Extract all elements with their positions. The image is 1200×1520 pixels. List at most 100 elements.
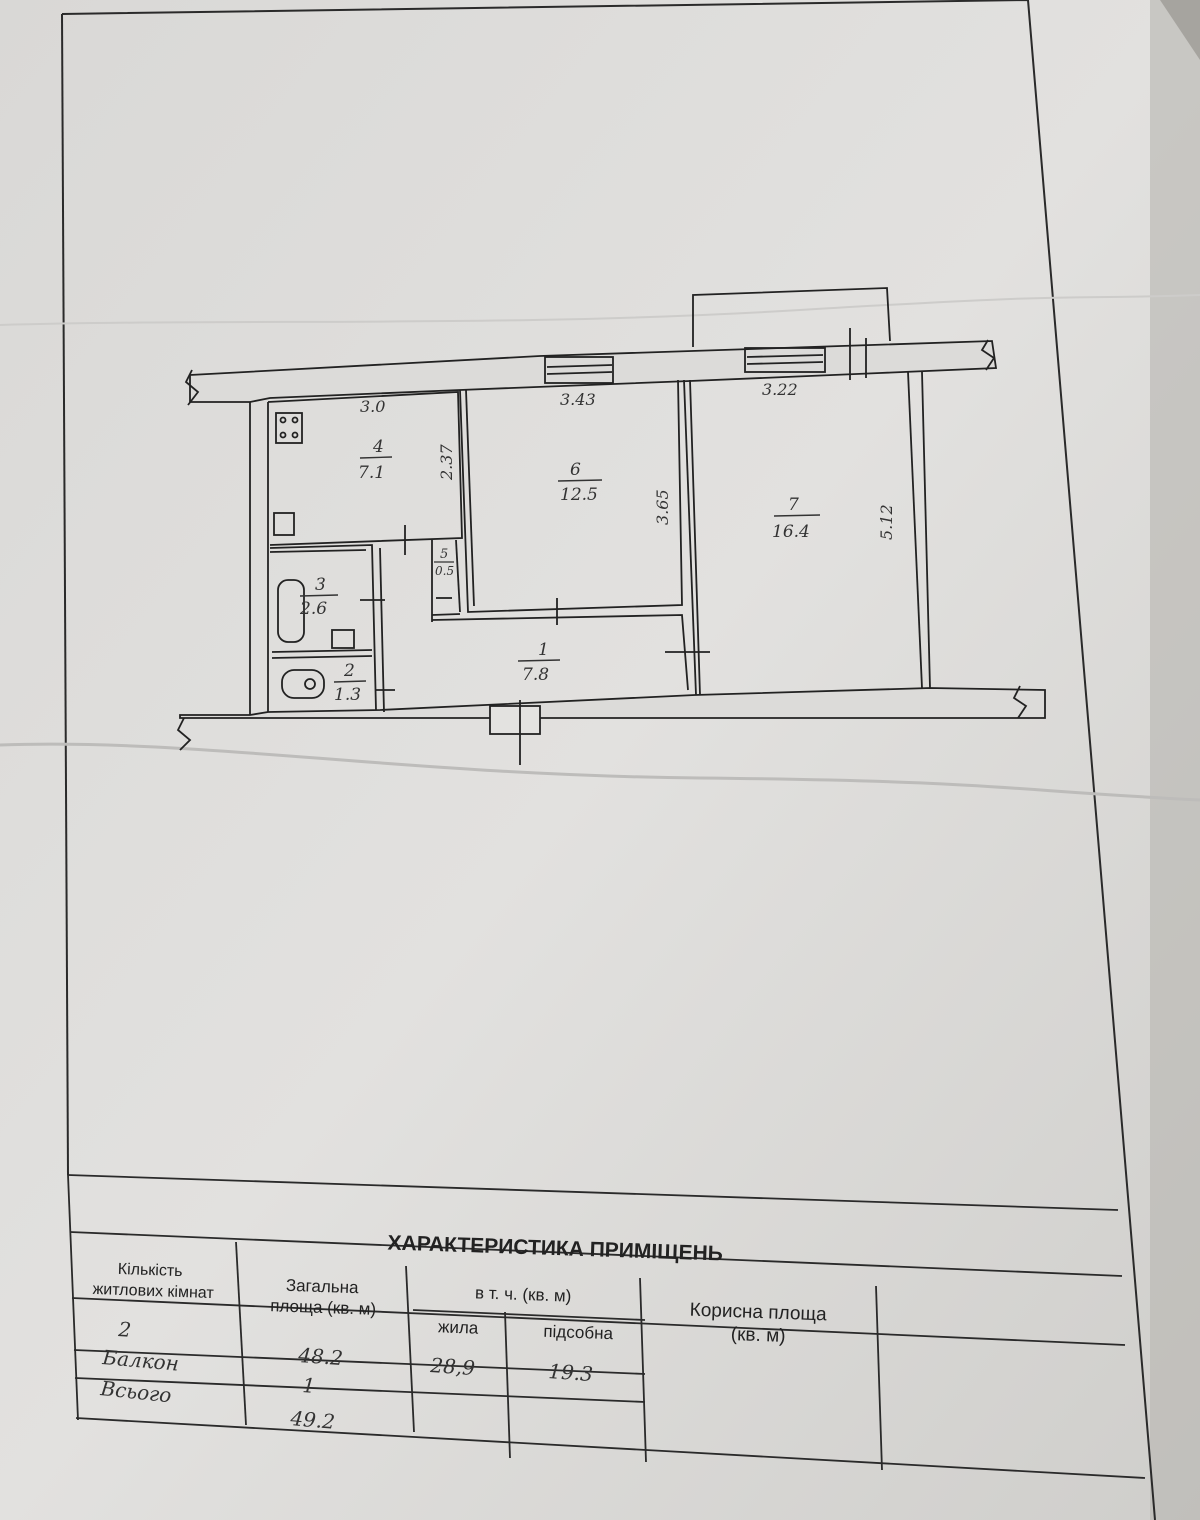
window-room6 <box>544 356 614 384</box>
floor-plan <box>176 287 1046 765</box>
dim-room6-depth: 3.65 <box>653 489 672 525</box>
sink-icon <box>273 512 295 536</box>
toilet-icon <box>281 669 325 699</box>
room-2-number: 2 <box>343 661 355 681</box>
room-7-area: 16.4 <box>772 522 810 542</box>
bath-wc-divider-2 <box>271 655 373 659</box>
row-balcony-area: 1 <box>302 1373 316 1398</box>
room-1-area: 7.8 <box>522 665 549 685</box>
room-7 <box>683 379 697 696</box>
stove-burner <box>279 416 287 424</box>
row-aux-area: 19.3 <box>548 1359 594 1386</box>
room-3-area: 2.6 <box>299 599 327 619</box>
header-incl: в т. ч. (кв. м) <box>475 1283 572 1305</box>
table-row-line <box>71 1297 1126 1346</box>
toilet-bowl-icon <box>304 678 316 690</box>
table-top-line <box>67 1174 1119 1211</box>
stove-burner <box>291 431 299 439</box>
header-aux: підсобна <box>543 1322 614 1343</box>
window-room6-pane-2 <box>546 371 613 375</box>
table-header-line <box>69 1231 1123 1277</box>
room-7-number: 7 <box>788 495 799 515</box>
break-mark-left-bottom <box>176 717 192 751</box>
window-room6-pane <box>546 364 613 368</box>
room-1-fraction <box>517 659 561 662</box>
room-4-number: 4 <box>372 437 384 457</box>
page-edge-shadow <box>1150 0 1200 1520</box>
header-rooms-line2: житлових кімнат <box>92 1281 214 1302</box>
dim-room7-depth: 5.12 <box>877 504 896 540</box>
rooms-characteristics-table <box>67 1174 1146 1479</box>
room-7-fraction <box>773 514 821 517</box>
header-total-line1: Загальна <box>286 1276 360 1298</box>
entrance-door <box>489 705 541 735</box>
room-hall-top <box>431 613 461 616</box>
table-col-3 <box>504 1311 511 1459</box>
washbasin-icon <box>331 629 355 649</box>
row-grand-total: 49.2 <box>289 1406 336 1434</box>
table-col-2 <box>405 1265 415 1433</box>
room-6 <box>459 379 683 613</box>
window-room7-pane <box>746 354 824 358</box>
bath-wc-divider <box>271 649 373 653</box>
break-mark-right-bottom <box>1012 685 1028 719</box>
room-2-fraction <box>333 680 367 683</box>
window-room7-pane-2 <box>746 361 824 365</box>
dim-room6-width: 3.43 <box>560 390 596 409</box>
room-6-inner <box>465 389 475 607</box>
room-5-number: 5 <box>440 547 448 562</box>
room-bath-inner <box>269 549 367 553</box>
room-3-number: 3 <box>315 575 326 595</box>
header-living: жила <box>438 1317 479 1337</box>
room-5-area: 0.5 <box>435 564 454 578</box>
dim-kitchen-depth: 2.37 <box>437 444 456 481</box>
room-4-area: 7.1 <box>358 463 385 483</box>
room-6-area: 12.5 <box>560 485 598 505</box>
room-4-fraction <box>359 456 393 459</box>
table-row-line-3 <box>74 1377 646 1403</box>
stove-icon <box>275 412 303 444</box>
sheet-frame <box>61 0 1156 1520</box>
wall-bottom <box>179 687 1046 719</box>
room-6-number: 6 <box>570 460 581 480</box>
table-row-line-2 <box>73 1349 646 1375</box>
stove-burner <box>291 416 299 424</box>
room-1-number: 1 <box>538 640 549 660</box>
table-col-1 <box>235 1241 247 1426</box>
closet-wall-2 <box>455 539 461 613</box>
row-living-area: 28,9 <box>429 1353 476 1380</box>
stove-burner <box>279 431 287 439</box>
bath-wall-right <box>379 547 385 713</box>
header-rooms-line1: Кількість <box>117 1261 182 1280</box>
room-kitchen <box>267 391 463 546</box>
row-total-area: 48.2 <box>297 1343 344 1370</box>
window-room7 <box>744 347 826 373</box>
table-col-5 <box>875 1285 883 1471</box>
table-subheader-line <box>412 1309 646 1321</box>
table-col-4 <box>639 1277 647 1463</box>
header-useful-line2: (кв. м) <box>730 1324 785 1347</box>
room-3-fraction <box>299 594 339 597</box>
table-bottom-line <box>75 1417 1146 1479</box>
break-mark-right-top <box>980 339 996 371</box>
room-2-area: 1.3 <box>334 685 361 705</box>
paper-crease-2 <box>0 294 1200 326</box>
room-hall <box>431 614 689 691</box>
room-7-inner <box>689 379 701 696</box>
sheet-frame-left <box>61 13 69 1176</box>
balcony <box>692 287 891 347</box>
break-mark-left-top <box>184 369 200 406</box>
table-col-left <box>67 1174 79 1421</box>
wall-right <box>907 371 923 689</box>
paper-crease <box>0 742 1200 802</box>
bathtub-icon <box>277 579 305 643</box>
dim-kitchen-width: 3.0 <box>360 397 385 416</box>
wall-right-outer <box>921 371 931 689</box>
dim-room7-width: 3.22 <box>762 380 798 399</box>
header-useful-line1: Корисна площа <box>689 1300 827 1326</box>
room-6-fraction <box>557 479 603 482</box>
row-rooms-count: 2 <box>117 1317 132 1342</box>
room-bath <box>269 544 377 711</box>
header-total-line2: площа (кв. м) <box>270 1296 376 1319</box>
